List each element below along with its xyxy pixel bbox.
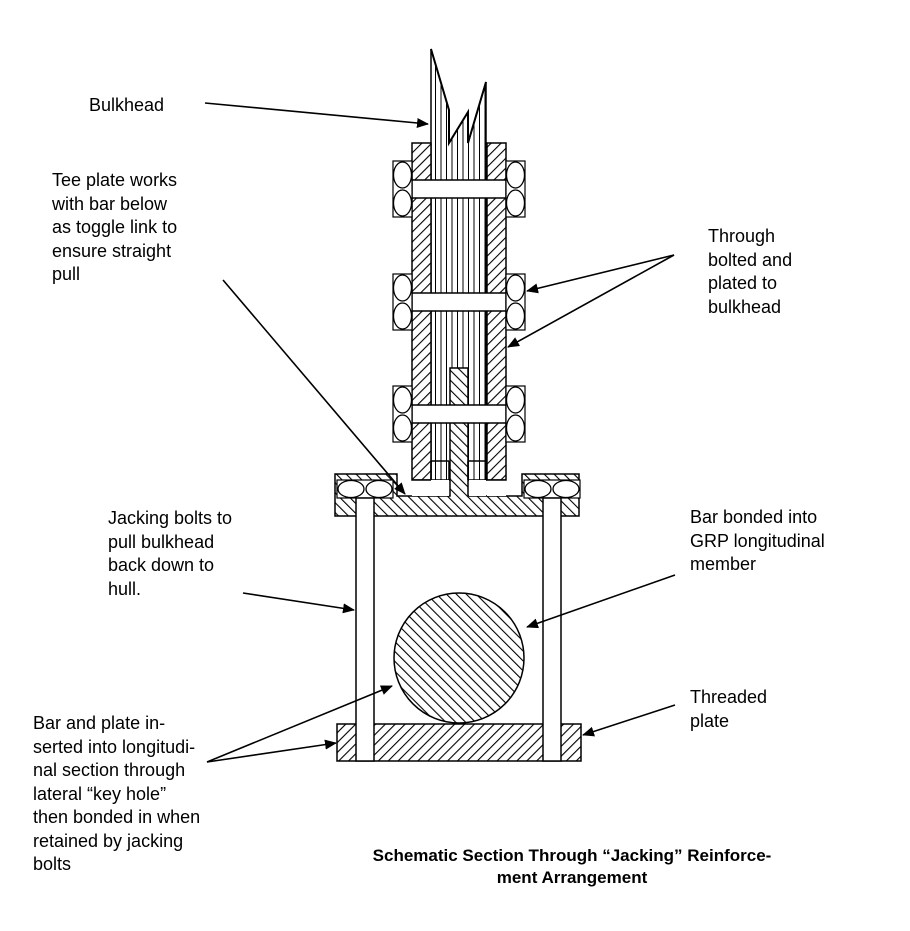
arrow-bar-bonded <box>526 574 676 629</box>
jacking-nuts-right <box>523 479 581 499</box>
arrow-bar-plate-1 <box>206 685 393 763</box>
through-bolt-2 <box>392 273 526 331</box>
arrow-bar-plate-2 <box>206 739 337 763</box>
diagram-title: Schematic Section Through “Jacking” Rein… <box>372 846 772 887</box>
label-bar-and-plate: Bar and plate in- serted into longitudi-… <box>33 713 201 874</box>
label-through-bolted: Through bolted and plated to bulkhead <box>708 226 793 317</box>
jacking-bolt-right <box>542 497 562 762</box>
label-jacking-bolts: Jacking bolts to pull bulkhead back down… <box>108 508 233 599</box>
arrow-tee-plate <box>222 279 406 495</box>
threaded-plate <box>336 723 582 762</box>
jacking-bolt-left <box>355 497 375 762</box>
leader-arrows <box>204 102 676 763</box>
arrow-through-bolted-2 <box>507 254 675 348</box>
label-tee-plate: Tee plate works with bar below as toggle… <box>52 170 178 284</box>
arrow-threaded-plate <box>582 704 676 737</box>
through-bolt-3 <box>392 385 526 443</box>
arrow-jacking-bolts <box>242 592 355 614</box>
through-bolt-1 <box>392 160 526 218</box>
label-bulkhead: Bulkhead <box>89 95 165 115</box>
jacking-nuts-left <box>336 479 394 499</box>
longitudinal-bar <box>393 592 525 724</box>
label-bar-bonded: Bar bonded into GRP longitudinal member <box>690 507 825 574</box>
label-threaded-plate: Threaded plate <box>690 687 768 731</box>
tee-plate <box>334 367 580 517</box>
arrow-bulkhead <box>204 102 429 128</box>
arrow-through-bolted-1 <box>526 254 675 294</box>
